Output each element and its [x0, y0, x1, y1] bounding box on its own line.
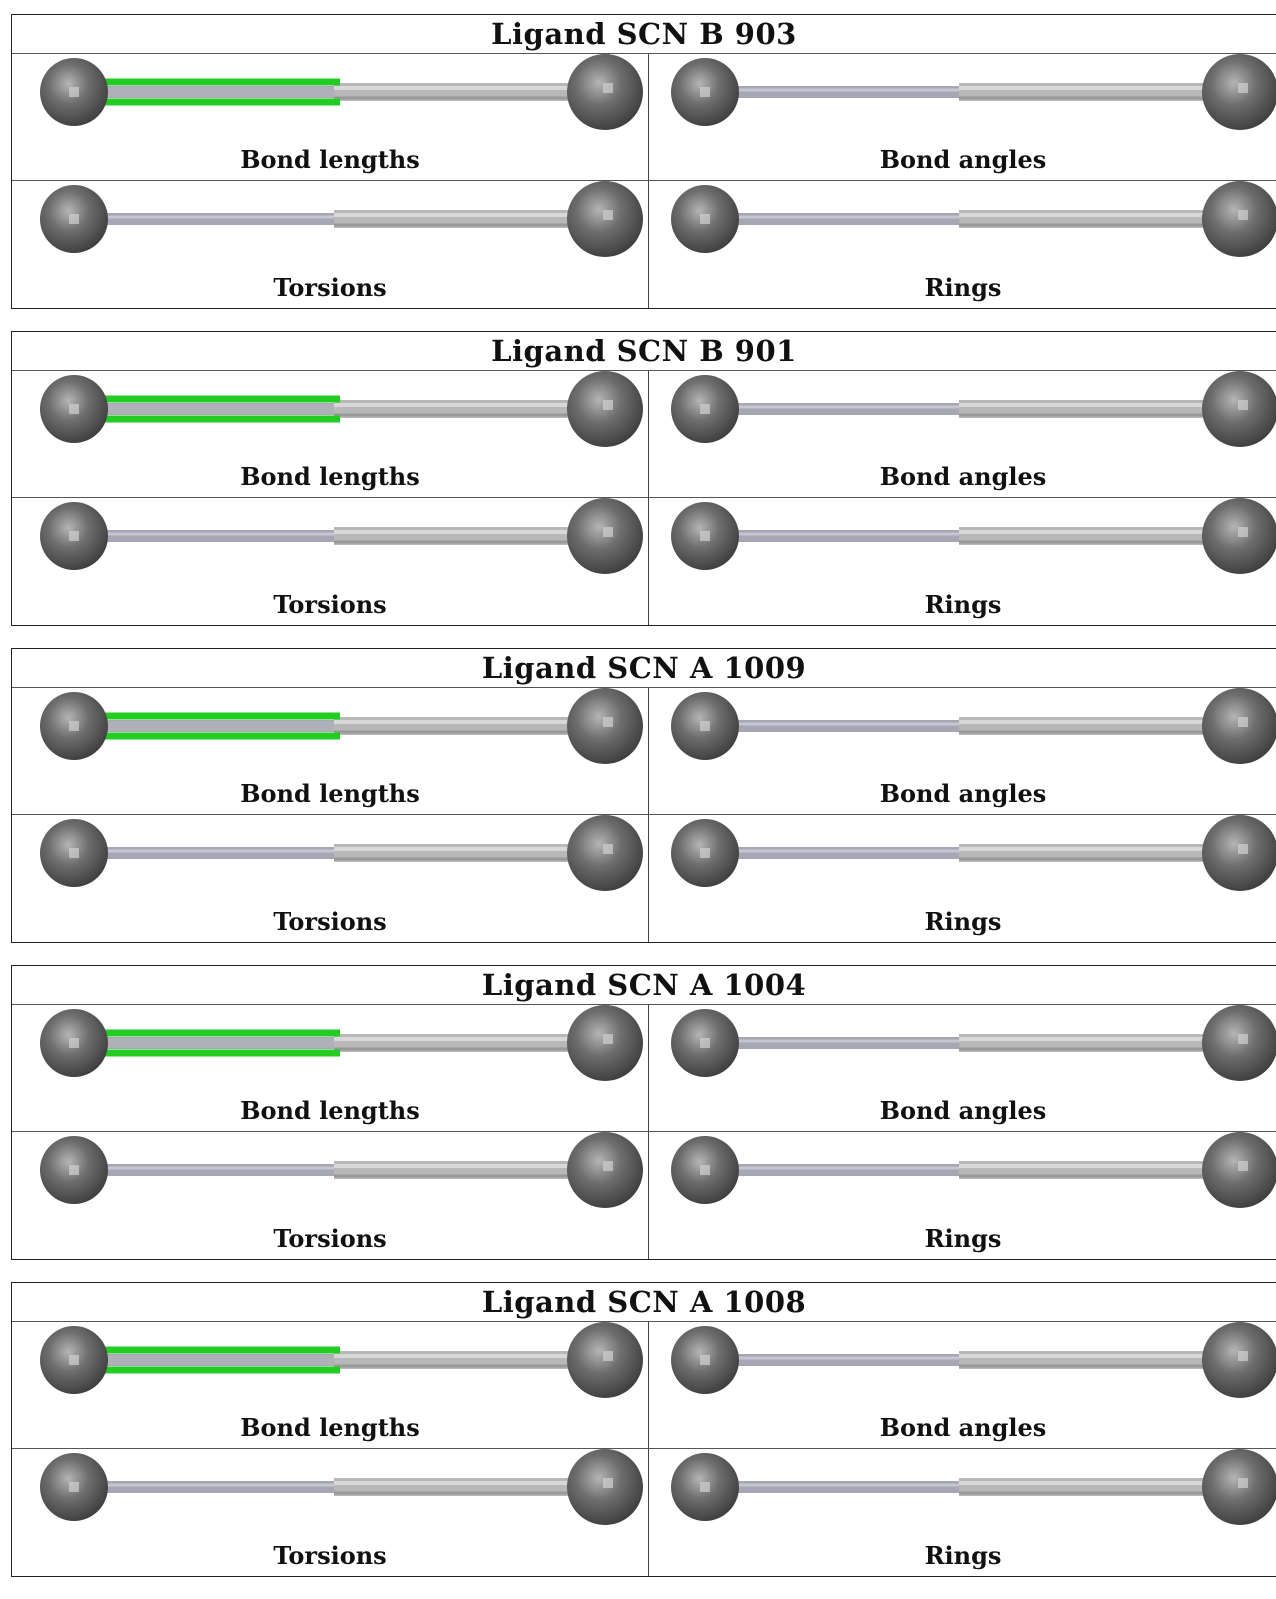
panel-caption: Rings: [924, 590, 1002, 619]
panel-bond-lengths: Bond lengths: [12, 54, 649, 181]
scn-ball-and-stick-icon: [40, 181, 643, 257]
ligand-report: Ligand SCN B 903 Bond lengths Bond angle…: [11, 14, 1276, 1599]
panel-caption: Bond angles: [879, 1413, 1047, 1442]
panel-rings: Rings: [649, 815, 1276, 942]
ligand-block: Ligand SCN A 1004 Bond lengths Bond angl…: [11, 965, 1276, 1260]
ligand-block: Ligand SCN A 1009 Bond lengths Bond angl…: [11, 648, 1276, 943]
ligand-title: Ligand SCN B 903: [12, 15, 1276, 54]
panel-bond-lengths: Bond lengths: [12, 371, 649, 498]
panel-caption: Bond lengths: [240, 462, 420, 491]
scn-ball-and-stick-icon: [671, 1132, 1276, 1208]
scn-ball-and-stick-icon: [40, 1449, 643, 1525]
scn-ball-and-stick-icon: [671, 1322, 1276, 1398]
scn-ball-and-stick-icon: [40, 688, 643, 764]
panel-torsions: Torsions: [12, 815, 649, 942]
panel-caption: Bond angles: [879, 462, 1047, 491]
panel-bond-lengths: Bond lengths: [12, 1005, 649, 1132]
ligand-block: Ligand SCN A 1008 Bond lengths Bond angl…: [11, 1282, 1276, 1577]
panel-torsions: Torsions: [12, 1132, 649, 1259]
panel-bond-angles: Bond angles: [649, 1322, 1276, 1449]
panel-caption: Bond lengths: [240, 1096, 420, 1125]
panel-caption: Bond angles: [879, 1096, 1047, 1125]
panel-rings: Rings: [649, 181, 1276, 308]
panel-bond-angles: Bond angles: [649, 1005, 1276, 1132]
scn-ball-and-stick-icon: [671, 498, 1276, 574]
panel-caption: Torsions: [273, 273, 387, 302]
ligand-title: Ligand SCN A 1009: [12, 649, 1276, 688]
scn-ball-and-stick-icon: [40, 1322, 643, 1398]
scn-ball-and-stick-icon: [40, 1005, 643, 1081]
panel-torsions: Torsions: [12, 1449, 649, 1576]
panel-caption: Rings: [924, 1541, 1002, 1570]
scn-ball-and-stick-icon: [671, 371, 1276, 447]
panel-caption: Bond lengths: [240, 779, 420, 808]
scn-ball-and-stick-icon: [40, 498, 643, 574]
panel-bond-angles: Bond angles: [649, 54, 1276, 181]
panel-rings: Rings: [649, 1132, 1276, 1259]
scn-ball-and-stick-icon: [671, 181, 1276, 257]
scn-ball-and-stick-icon: [671, 1449, 1276, 1525]
scn-ball-and-stick-icon: [671, 688, 1276, 764]
panel-caption: Bond lengths: [240, 1413, 420, 1442]
panel-bond-angles: Bond angles: [649, 688, 1276, 815]
panel-caption: Rings: [924, 273, 1002, 302]
ligand-block: Ligand SCN B 903 Bond lengths Bond angle…: [11, 14, 1276, 309]
panel-caption: Bond angles: [879, 145, 1047, 174]
ligand-title: Ligand SCN A 1004: [12, 966, 1276, 1005]
ligand-title: Ligand SCN B 901: [12, 332, 1276, 371]
panel-caption: Bond lengths: [240, 145, 420, 174]
panel-torsions: Torsions: [12, 498, 649, 625]
scn-ball-and-stick-icon: [40, 1132, 643, 1208]
scn-ball-and-stick-icon: [40, 54, 643, 130]
panel-caption: Torsions: [273, 907, 387, 936]
panel-caption: Rings: [924, 1224, 1002, 1253]
scn-ball-and-stick-icon: [671, 1005, 1276, 1081]
ligand-title: Ligand SCN A 1008: [12, 1283, 1276, 1322]
scn-ball-and-stick-icon: [671, 815, 1276, 891]
panel-bond-lengths: Bond lengths: [12, 1322, 649, 1449]
scn-ball-and-stick-icon: [40, 815, 643, 891]
panel-caption: Torsions: [273, 590, 387, 619]
panel-caption: Torsions: [273, 1541, 387, 1570]
panel-rings: Rings: [649, 1449, 1276, 1576]
panel-caption: Torsions: [273, 1224, 387, 1253]
ligand-block: Ligand SCN B 901 Bond lengths Bond angle…: [11, 331, 1276, 626]
panel-torsions: Torsions: [12, 181, 649, 308]
scn-ball-and-stick-icon: [671, 54, 1276, 130]
panel-bond-angles: Bond angles: [649, 371, 1276, 498]
panel-rings: Rings: [649, 498, 1276, 625]
scn-ball-and-stick-icon: [40, 371, 643, 447]
panel-caption: Bond angles: [879, 779, 1047, 808]
panel-caption: Rings: [924, 907, 1002, 936]
panel-bond-lengths: Bond lengths: [12, 688, 649, 815]
